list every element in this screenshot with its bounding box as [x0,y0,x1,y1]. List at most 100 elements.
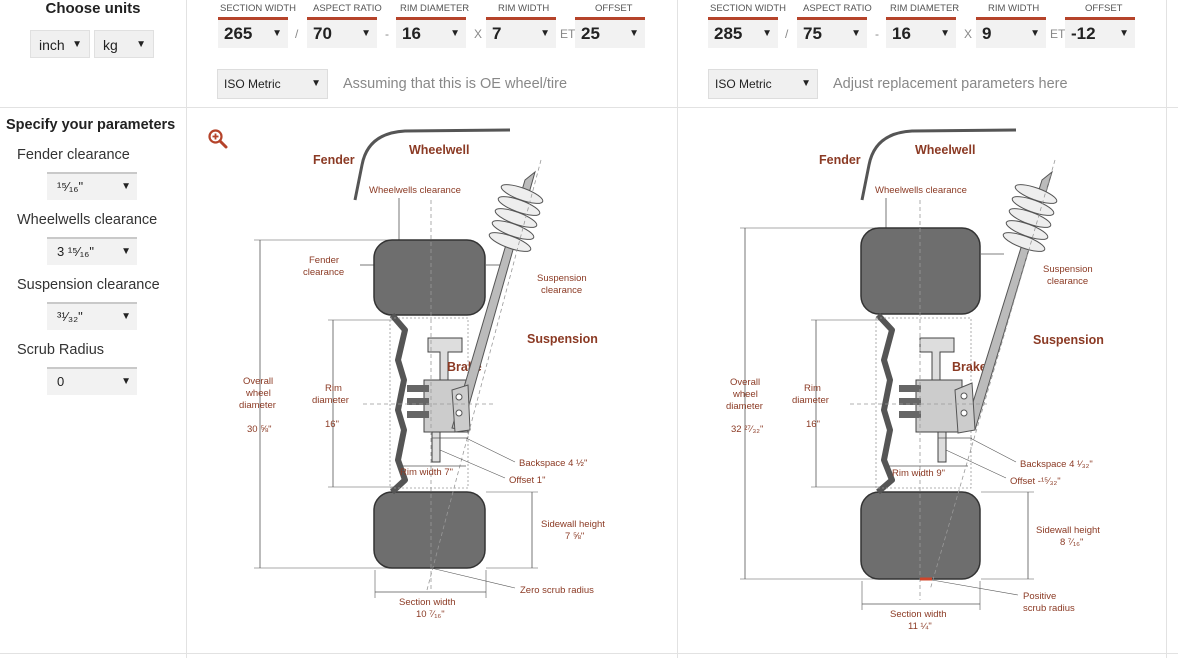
rep-standard-select[interactable]: ISO Metric ▼ [708,69,818,99]
chevron-down-icon: ▼ [121,246,131,257]
rim-width-label: RIM WIDTH [988,3,1040,14]
fender-label: Fender [313,153,355,167]
chevron-down-icon: ▼ [851,28,861,39]
backspace-label: Backspace 4 ½" [519,458,587,469]
suspension-clearance-label: clearance [1047,276,1088,287]
chevron-down-icon: ▼ [121,311,131,322]
chevron-down-icon: ▼ [361,28,371,39]
axle [937,431,947,463]
oe-section-width-select[interactable]: 265▼ [218,20,288,48]
divider [677,0,678,658]
separator: X [964,27,973,41]
coil-spring [488,184,544,252]
wheelwell-label: Wheelwell [915,143,975,157]
oe-aspect-ratio-value: 70 [313,24,332,43]
oe-rim-diameter-value: 16 [402,24,421,43]
hub-stud [407,385,429,392]
section-width-label: Section width [399,597,456,608]
overall-label: wheel [732,389,758,400]
rim-value: 16" [325,419,339,430]
separator: ET [560,27,576,41]
leader-line [465,437,516,463]
fender-clearance-value: ¹⁵⁄₁₆" [57,179,84,194]
leader-line [439,449,506,479]
fender-label: Fender [819,153,861,167]
chevron-down-icon: ▼ [136,39,146,50]
rep-offset-select[interactable]: -12 ▼ [1065,20,1135,48]
accent-bar [307,17,377,20]
brake-caliper [919,337,955,381]
brake-label: Brake [952,360,987,374]
suspension-clearance-select[interactable]: ³¹⁄₃₂"▼ [47,302,137,330]
coil-spring [1002,184,1058,252]
rim-diameter-label: RIM DIAMETER [400,3,470,14]
rim-label: diameter [792,395,829,406]
wheelwells-clearance-select[interactable]: 3 ¹⁵⁄₁₆"▼ [47,237,137,265]
zoom-in-icon[interactable] [207,128,229,150]
oe-aspect-ratio-select[interactable]: 70 ▼ [307,20,377,48]
backspace-label: Backspace 4 ¹⁄₃₂" [1020,459,1093,470]
rim-label: Rim [804,383,821,394]
knuckle-bolt [455,409,463,417]
accent-bar [708,17,778,20]
separator: X [474,27,483,41]
overall-label: diameter [239,400,276,411]
chevron-down-icon: ▼ [940,28,950,39]
section-width-label: SECTION WIDTH [710,3,786,14]
fender-clearance-label: Fender [309,255,339,266]
leader-line [430,567,516,589]
section-width-value: 11 ¼" [908,621,932,632]
rep-rim-width-select[interactable]: 9▼ [976,20,1046,48]
weight-unit-value: kg [103,37,118,53]
sidewall-label: Sidewall height [541,519,605,530]
fender-outline [860,128,1017,201]
rep-section-width-select[interactable]: 285▼ [708,20,778,48]
offset-label: OFFSET [595,3,633,14]
rep-section-width-value: 285 [714,24,743,43]
separator: / [295,27,299,41]
oe-standard-select[interactable]: ISO Metric ▼ [217,69,328,99]
overall-label: wheel [245,388,271,399]
knuckle-bolt [960,392,968,400]
oe-offset-select[interactable]: 25▼ [575,20,645,48]
rep-standard-value: ISO Metric [715,77,772,91]
chevron-down-icon: ▼ [801,78,811,89]
rep-rim-width-value: 9 [982,24,992,43]
chevron-down-icon: ▼ [450,28,460,39]
scrub-radius-select[interactable]: 0▼ [47,367,137,395]
weight-unit-select[interactable]: kg ▼ [94,30,154,58]
accent-bar [218,17,288,20]
chevron-down-icon: ▼ [311,78,321,89]
accent-bar [396,17,466,20]
separator: ET [1050,27,1066,41]
overall-value: 32 ²⁷⁄₃₂" [731,424,763,435]
rep-rim-diameter-select[interactable]: 16 ▼ [886,20,956,48]
fender-clearance-select[interactable]: ¹⁵⁄₁₆" ▼ [47,172,137,200]
units-title: Choose units [45,0,141,17]
separator: - [875,27,879,41]
oe-standard-value: ISO Metric [224,77,281,91]
wheelwells-clearance-label: Wheelwells clearance [369,185,461,196]
oe-rim-width-select[interactable]: 7▼ [486,20,556,48]
sidewall-value: 7 ⅝" [565,531,584,542]
offset-label: Offset -¹⁵⁄₃₂" [1010,476,1061,487]
chevron-down-icon: ▼ [1119,28,1129,39]
chevron-down-icon: ▼ [121,376,131,387]
knuckle [954,382,976,434]
chevron-down-icon: ▼ [272,28,282,39]
offset-label: OFFSET [1085,3,1123,14]
rim-value: 16" [806,419,820,430]
offset-label: Offset 1" [509,475,545,486]
axle [431,431,441,463]
length-unit-select[interactable]: inch ▼ [30,30,90,58]
rep-offset-value: -12 [1071,24,1096,43]
chevron-down-icon: ▼ [121,181,131,192]
chevron-down-icon: ▼ [72,39,82,50]
oe-rim-diameter-select[interactable]: 16 ▼ [396,20,466,48]
suspension-clearance-label: Suspension [1043,264,1093,275]
fender-outline [353,128,511,201]
rep-aspect-ratio-select[interactable]: 75▼ [797,20,867,48]
rep-rim-diameter-value: 16 [892,24,911,43]
